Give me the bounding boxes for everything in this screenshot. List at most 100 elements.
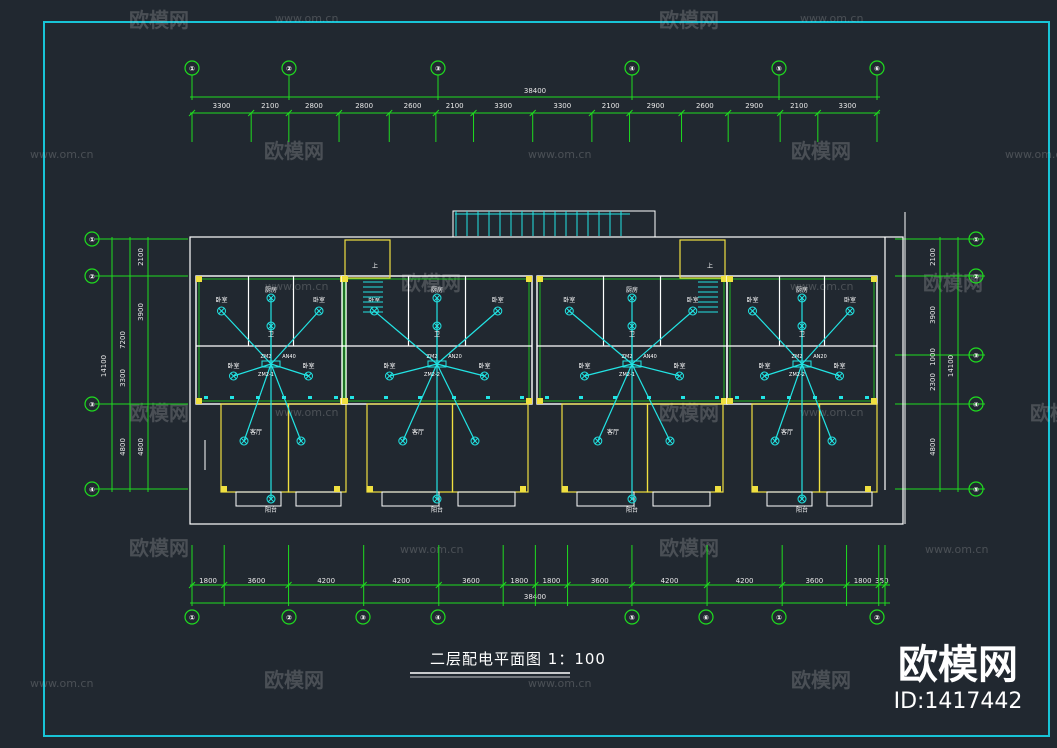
structural-column: [196, 276, 202, 282]
entrance-canopy: [452, 210, 656, 238]
power-outlet: [204, 396, 208, 399]
panel-label: AN20: [448, 354, 462, 360]
axis-bubble-label: ⑥: [703, 614, 709, 622]
structural-column: [334, 486, 340, 492]
right-inner-dimension: 2100: [929, 248, 937, 266]
power-outlet: [486, 396, 490, 399]
light-fixture: [314, 306, 324, 316]
drawing-title-block: 二层配电平面图 1：100: [410, 650, 605, 678]
light-fixture: [760, 371, 769, 381]
light-fixture: [797, 494, 807, 504]
apartment-unit: 卧室厨房卧室卧室卧室客厅阳台卫ZM2ZM2-1AN40: [195, 275, 347, 514]
wiring-run: [436, 363, 476, 442]
watermark-brand: 欧模网: [659, 8, 719, 32]
axis-bubble-label: ③: [435, 65, 441, 73]
light-fixture-cross: [218, 307, 225, 315]
structural-column: [221, 486, 227, 492]
axis-bubble: [968, 347, 984, 363]
room-label: 卧室: [368, 296, 380, 304]
light-fixture: [480, 371, 489, 381]
power-outlet: [839, 396, 843, 399]
top-dimension-value: 2800: [305, 102, 323, 110]
right-overall-dimension: 14100: [947, 355, 955, 377]
axis-bubble: [84, 396, 100, 412]
axis-bubble: [869, 60, 885, 76]
room-label: 客厅: [607, 428, 619, 436]
structural-column: [537, 276, 543, 282]
axis-bubble-label: ①: [189, 65, 195, 73]
light-fixture-cross: [433, 495, 441, 503]
wiring-run: [801, 363, 840, 377]
light-fixture: [770, 436, 780, 446]
light-fixture: [217, 306, 226, 316]
axis-bubble: [869, 609, 885, 625]
light-fixture: [229, 371, 238, 381]
axis-bubble: [84, 231, 100, 247]
left-inner-dimension: 4800: [137, 438, 145, 456]
light-fixture-cross: [240, 437, 248, 445]
power-outlet: [282, 396, 286, 399]
light-fixture-cross: [315, 307, 323, 315]
watermark-brand: 欧模网: [129, 536, 189, 560]
light-fixture: [493, 306, 503, 316]
structural-column: [537, 398, 543, 404]
stairwell: 上: [679, 239, 726, 313]
watermark-brand: 欧模网: [791, 668, 851, 692]
bottom-dimension-value: 1800: [510, 577, 528, 585]
power-outlet: [520, 396, 524, 399]
light-fixture: [675, 371, 684, 381]
dimension-tick: [247, 109, 255, 117]
room-label: 阳台: [431, 506, 443, 514]
building-plan: 卧室厨房卧室卧室卧室客厅阳台卫ZM2ZM2-1AN40卧室厨房卧室卧室卧室客厅阳…: [189, 210, 906, 525]
wiring-run: [631, 363, 680, 377]
light-fixture-cross: [267, 495, 275, 503]
left-inner-dimension: 3900: [137, 303, 145, 321]
axis-bubble: [624, 609, 640, 625]
structural-column: [871, 276, 877, 282]
dimension-tick: [335, 109, 343, 117]
light-fixture-cross: [846, 307, 854, 315]
living-room-wall: [366, 403, 454, 493]
room-label: 卫: [434, 331, 440, 338]
dimension-tick: [776, 109, 784, 117]
stairwell: 上: [344, 239, 391, 313]
bottom-dimension-chain: 3840018003600420042003600180018003600420…: [188, 545, 890, 606]
dimension-tick: [588, 109, 596, 117]
left-mid-dimension: 3300: [119, 369, 127, 387]
dimension-tick: [432, 109, 440, 117]
right-inner-dimension: 2300: [929, 373, 937, 391]
dimension-tick: [470, 109, 477, 117]
dimension-tick: [626, 109, 633, 117]
light-fixture: [432, 494, 442, 504]
axis-bubble-label: ②: [973, 273, 979, 281]
axis-bubble: [968, 268, 984, 284]
dimension-tick: [499, 581, 507, 589]
top-dimension-value: 2100: [790, 102, 808, 110]
balcony: [766, 491, 813, 507]
panel-label: ZM2: [622, 354, 633, 360]
room-label: 卧室: [563, 296, 575, 304]
light-fixture-cross: [628, 294, 636, 302]
room-label: 客厅: [781, 428, 793, 436]
power-outlet: [613, 396, 617, 399]
axis-bubble: [430, 60, 446, 76]
axis-bubble-label: ④: [435, 614, 441, 622]
light-fixture-cross: [305, 372, 312, 380]
light-fixture-cross: [676, 372, 683, 380]
wiring-run: [764, 363, 803, 377]
structural-column: [342, 398, 348, 404]
axis-bubble: [771, 609, 787, 625]
room-label: 卧室: [673, 362, 685, 370]
axis-bubble-label: ②: [286, 614, 292, 622]
room-label: 卧室: [578, 362, 590, 370]
dimension-tick: [678, 109, 685, 117]
room-label: 卫: [799, 331, 805, 338]
overall-dimension-label: 38400: [524, 87, 546, 95]
right-inner-dimension: 1000: [929, 348, 937, 366]
watermark-brand: 欧模网: [129, 401, 189, 425]
light-fixture: [627, 293, 637, 303]
power-outlet: [647, 396, 651, 399]
stairwell-wall: [679, 239, 726, 279]
